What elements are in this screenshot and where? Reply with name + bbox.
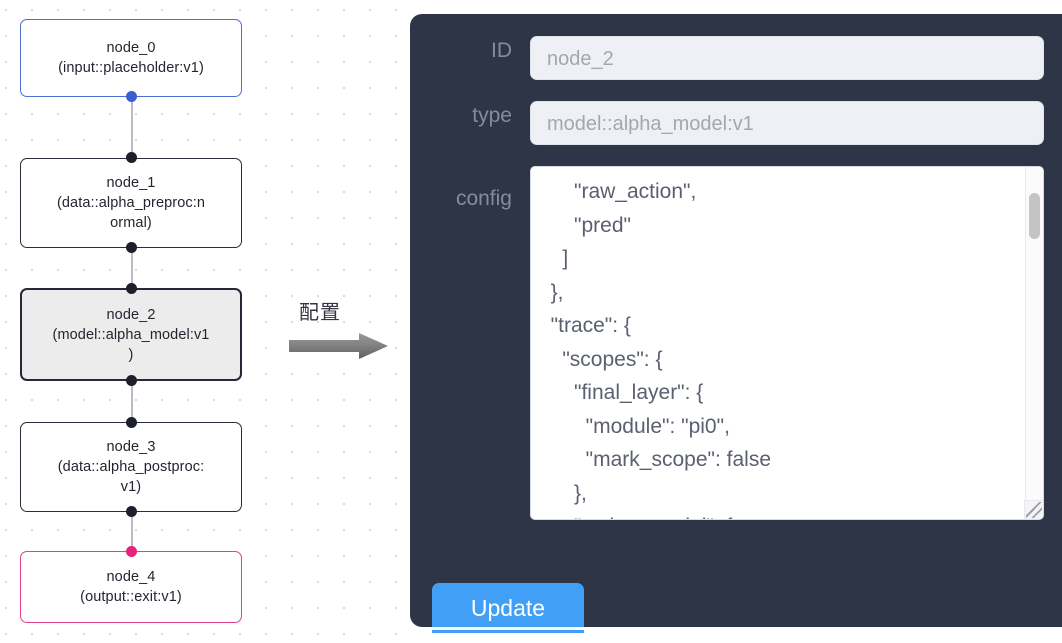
edge-node3-node4 — [130, 510, 133, 552]
flow-node-label: node_1 (data::alpha_preproc:n ormal) — [56, 175, 206, 231]
update-button[interactable]: Update — [432, 583, 584, 633]
config-textarea-wrapper[interactable]: "raw_action", "pred" ] }, "trace": { "sc… — [530, 166, 1044, 520]
panel-bottom-edge — [410, 627, 1062, 630]
id-input[interactable]: node_2 — [530, 36, 1044, 80]
node3-target-handle[interactable] — [126, 417, 137, 428]
resize-handle-icon[interactable] — [1026, 502, 1042, 518]
type-field-label: type — [472, 104, 512, 127]
flow-canvas[interactable]: node_0 (input::placeholder:v1) node_1 (d… — [0, 0, 410, 643]
node1-target-handle[interactable] — [126, 152, 137, 163]
flow-node-node_3[interactable]: node_3 (data::alpha_postproc: v1) — [20, 422, 242, 512]
config-field-row: config "raw_action", "pred" ] }, "trace"… — [422, 166, 1044, 520]
node4-target-handle[interactable] — [126, 546, 137, 557]
id-field-row: ID node_2 — [422, 36, 1044, 80]
annotation-arrow-group: 配置 — [289, 296, 399, 362]
config-field-label: config — [455, 187, 512, 210]
flow-node-node_0[interactable]: node_0 (input::placeholder:v1) — [20, 19, 242, 97]
edge-node1-node2 — [130, 245, 133, 290]
node2-target-handle[interactable] — [126, 283, 137, 294]
edge-node2-node3 — [130, 379, 133, 424]
node3-source-handle[interactable] — [126, 506, 137, 517]
flow-node-label: node_2 (model::alpha_model:v1 ) — [52, 306, 210, 363]
flow-node-node_2[interactable]: node_2 (model::alpha_model:v1 ) — [20, 288, 242, 381]
id-field-label: ID — [491, 39, 512, 62]
flow-node-label: node_3 (data::alpha_postproc: v1) — [57, 439, 205, 495]
flow-node-node_4[interactable]: node_4 (output::exit:v1) — [20, 551, 242, 623]
node0-source-handle[interactable] — [126, 91, 137, 102]
node-config-panel: ID node_2 type model::alpha_model:v1 con… — [410, 14, 1062, 633]
config-textarea-scrollbar[interactable] — [1025, 167, 1043, 519]
node1-source-handle[interactable] — [126, 242, 137, 253]
flow-node-label: node_4 (output::exit:v1) — [80, 569, 182, 605]
config-textarea-scrollbar-thumb[interactable] — [1029, 193, 1040, 239]
config-textarea[interactable]: "raw_action", "pred" ] }, "trace": { "sc… — [550, 180, 771, 519]
node2-source-handle[interactable] — [126, 375, 137, 386]
edge-node0-node1 — [130, 94, 133, 158]
type-input[interactable]: model::alpha_model:v1 — [530, 101, 1044, 145]
flow-node-label: node_0 (input::placeholder:v1) — [58, 40, 204, 76]
right-arrow-icon — [289, 333, 388, 359]
arrow-caption-label: 配置 — [299, 300, 341, 324]
type-field-row: type model::alpha_model:v1 — [422, 101, 1044, 145]
flow-node-node_1[interactable]: node_1 (data::alpha_preproc:n ormal) — [20, 158, 242, 248]
